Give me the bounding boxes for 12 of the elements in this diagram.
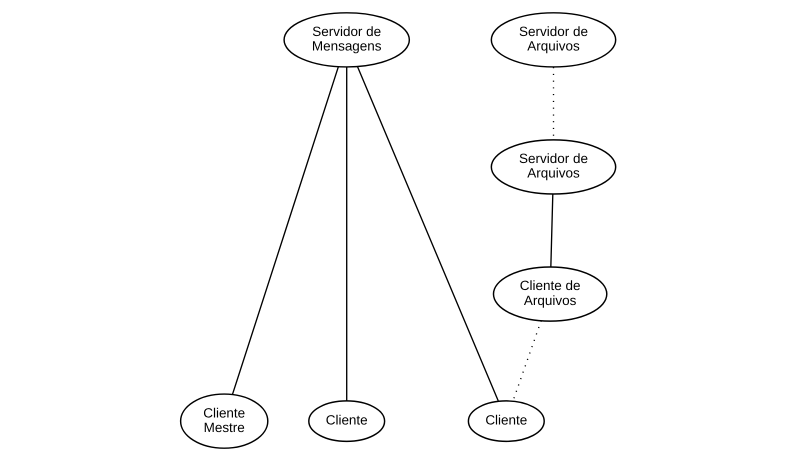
connector: [346, 67, 347, 401]
node-ellipse: Cliente de Arquivos: [492, 266, 608, 322]
connector: [231, 66, 339, 394]
node-ellipse: Cliente Mestre: [179, 393, 268, 449]
node-ellipse: Servidor de Mensagens: [282, 12, 410, 68]
node-ellipse: Servidor de Arquivos: [490, 12, 616, 68]
connector: [512, 320, 542, 402]
node-ellipse: Cliente: [308, 400, 385, 442]
node-ellipse: Servidor de Arquivos: [490, 139, 616, 195]
connector: [550, 194, 553, 267]
connector: [356, 66, 499, 402]
node-ellipse: Cliente: [467, 400, 544, 442]
